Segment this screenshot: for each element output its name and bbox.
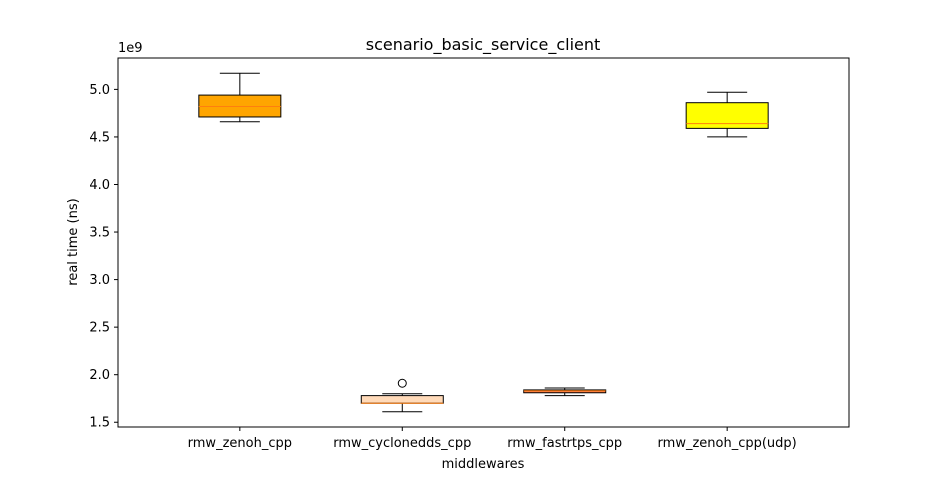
box-iqr <box>685 102 769 129</box>
y-axis-label: real time (ns) <box>66 198 81 285</box>
y-tick-label: 1.5 <box>89 416 110 431</box>
box-3 <box>523 387 607 397</box>
y-tick-label: 5.0 <box>89 83 110 98</box>
x-axis: rmw_zenoh_cpp rmw_cyclonedds_cpp rmw_fastr… <box>188 427 797 451</box>
y-tick-label: 2.0 <box>89 368 110 383</box>
x-tick-label: rmw_cyclonedds_cpp <box>333 436 471 451</box>
y-tick-label: 3.0 <box>89 273 110 288</box>
box-1 <box>198 72 282 123</box>
x-tick-label: rmw_fastrtps_cpp <box>507 436 622 451</box>
x-axis-label: middlewares <box>442 457 525 472</box>
y-axis-multiplier: 1e9 <box>118 41 143 56</box>
x-tick-label: rmw_zenoh_cpp <box>188 436 292 451</box>
y-tick-label: 2.5 <box>89 321 110 336</box>
y-tick-label: 4.5 <box>89 130 110 145</box>
box-4 <box>685 91 769 138</box>
box-iqr <box>360 395 444 404</box>
box-2 <box>360 378 444 413</box>
boxes-layer <box>198 72 769 413</box>
y-tick-label: 4.0 <box>89 178 110 193</box>
y-axis: 1.5 2.0 2.5 3.0 3.5 4.0 4.5 5.0 <box>89 83 118 431</box>
chart-title: scenario_basic_service_client <box>366 35 601 55</box>
x-tick-label: rmw_zenoh_cpp(udp) <box>658 436 797 451</box>
y-tick-label: 3.5 <box>89 226 110 241</box>
outlier-point <box>397 378 407 388</box>
